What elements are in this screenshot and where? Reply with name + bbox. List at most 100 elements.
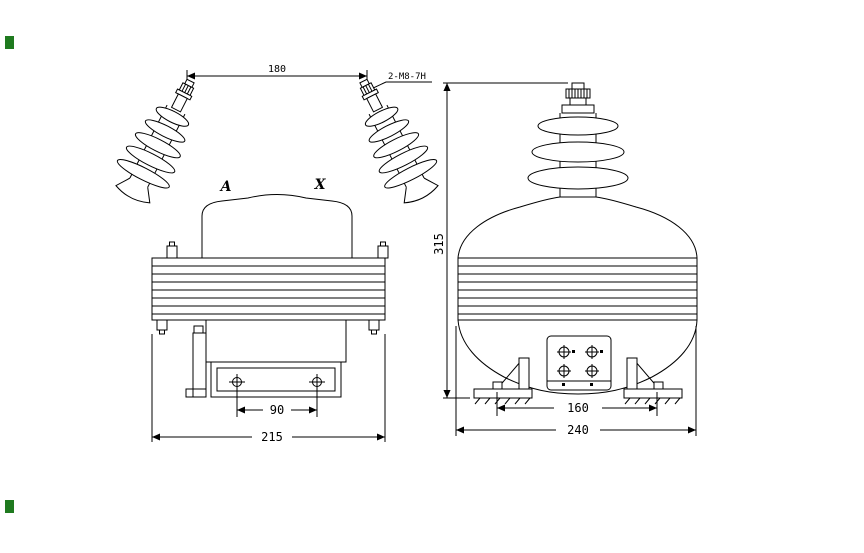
bushing-x-label: X [314, 177, 327, 193]
thread-note-leader: 2-M8-7H [368, 72, 432, 91]
terminal-tip [571, 82, 585, 90]
terminal-marking [600, 350, 603, 353]
shed [144, 119, 186, 143]
ground-hatch [474, 397, 531, 405]
rib-lines [152, 265, 385, 315]
bolt-cap [380, 241, 386, 247]
bushing-cone [403, 177, 439, 204]
foot-bolt [653, 381, 664, 390]
right-bushing [359, 78, 439, 204]
shed [384, 159, 438, 189]
foot-plate [518, 357, 530, 390]
bushing-neck [366, 93, 384, 113]
leader-line [368, 81, 432, 91]
terminal-cross [557, 364, 571, 378]
shed [364, 106, 399, 127]
shed [134, 132, 181, 159]
bolt-body [166, 245, 178, 259]
extension-lines [151, 334, 386, 442]
green-mark-bottom-left [5, 500, 14, 513]
shoulder-bolt-right [377, 241, 389, 259]
base-plate [210, 361, 342, 398]
dimension-text-180: 180 [268, 64, 286, 75]
shed [537, 116, 619, 136]
bolt-body [156, 319, 168, 331]
shoulder-bolt-left [166, 241, 178, 259]
terminal-cross [585, 345, 599, 359]
terminal-cross [585, 364, 599, 378]
terminal-marking [572, 350, 575, 353]
bolt-body [377, 245, 389, 259]
dimension-text-160: 160 [567, 401, 589, 415]
rib-stack [151, 257, 386, 321]
bolt-body [368, 319, 380, 331]
rib-lines [458, 265, 697, 315]
tank-bottom [457, 319, 698, 395]
bolt-tip [159, 329, 165, 335]
foot-base [623, 388, 683, 399]
lower-bolt-right [368, 319, 380, 335]
left-bushing [115, 78, 195, 204]
base-inner [216, 367, 336, 392]
green-mark-top-left [5, 36, 14, 49]
extension-lines [496, 392, 658, 416]
top-terminal [561, 82, 595, 114]
extension-lines [455, 326, 697, 436]
base-outer [210, 361, 342, 398]
shed [527, 166, 629, 190]
bushing-cone [115, 177, 151, 204]
bushing-neck [170, 93, 188, 113]
mounting-foot-right [623, 357, 683, 405]
terminal-marking [590, 383, 593, 386]
dimension-text-240: 240 [567, 423, 589, 437]
dimension-text-90: 90 [270, 403, 284, 417]
bushing-a-label: A [219, 179, 232, 195]
tank-cover [201, 194, 353, 258]
shed [116, 159, 170, 189]
shed [125, 145, 176, 174]
shed [373, 132, 420, 159]
terminal-cross [557, 345, 571, 359]
box-outline [546, 335, 612, 391]
dimension-hole-spacing: 90 [236, 388, 318, 417]
front-view: 180 2-M8-7H [115, 64, 439, 444]
dimension-foot-spacing: 160 [496, 392, 658, 416]
side-bracket [185, 325, 207, 398]
side-view: 315 [432, 82, 698, 437]
bushing-top-collar [561, 104, 595, 114]
bolt-cap [169, 241, 175, 247]
foot-base [473, 388, 533, 399]
lower-bolt-left [156, 319, 168, 335]
tank-top [457, 196, 698, 259]
dimension-front-width: 215 [151, 334, 386, 444]
lower-body [205, 319, 347, 363]
terminal-box [546, 335, 612, 391]
rib-band [457, 257, 698, 321]
dimension-top-width: 180 [186, 64, 368, 82]
hole-cross-left [229, 374, 245, 390]
dimension-text-215: 215 [261, 430, 283, 444]
bolt-tip [371, 329, 377, 335]
terminal-hatch [362, 83, 373, 95]
mounting-foot-left [473, 357, 533, 405]
shed [368, 119, 410, 143]
terminal-marking [562, 383, 565, 386]
foot-plate [626, 357, 638, 390]
terminal-base [569, 97, 587, 106]
shed [531, 141, 625, 163]
ground-hatch [624, 397, 681, 405]
terminal-hatch [181, 83, 192, 95]
bracket-bolt [193, 325, 204, 334]
dimension-text-315: 315 [432, 233, 446, 255]
shed [378, 145, 429, 174]
center-bushing [527, 113, 629, 197]
terminal-hatch [568, 89, 588, 98]
shed [155, 106, 190, 127]
bracket-foot [185, 388, 207, 398]
foot-bolt [492, 381, 503, 390]
bracket-plate [192, 332, 207, 398]
thread-note-text: 2-M8-7H [388, 72, 426, 82]
dimension-overall-depth: 240 [455, 326, 697, 437]
